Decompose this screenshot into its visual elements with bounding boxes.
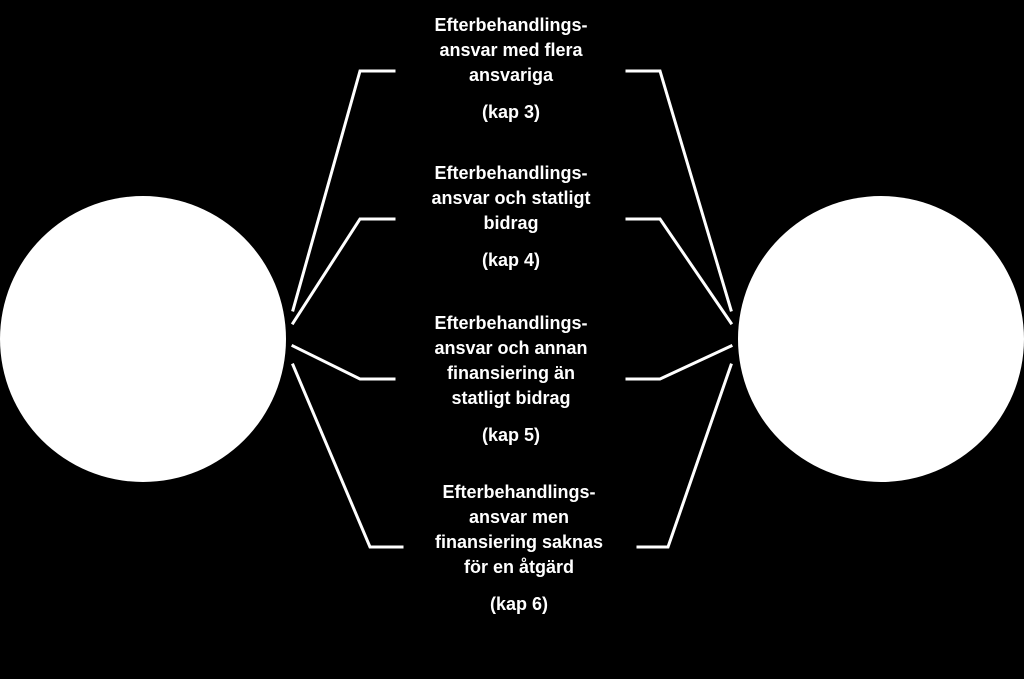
box-title-line: ansvariga [468, 65, 554, 85]
right-circle [738, 196, 1024, 482]
chapter-reference: (kap 4) [481, 250, 541, 270]
category-box-kap-3: Efterbehandlings- ansvar med flera ansva… [396, 13, 626, 125]
left-circle [0, 196, 286, 482]
box-title-line: finansiering än [446, 363, 576, 383]
chapter-reference: (kap 5) [481, 425, 541, 445]
chapter-reference: (kap 6) [489, 594, 549, 614]
right-connector-2 [625, 217, 734, 326]
right-connector-4 [636, 363, 733, 549]
box-title-line: finansiering saknas [434, 532, 604, 552]
box-title-line: för en åtgärd [463, 557, 574, 577]
box-title-line: ansvar med flera [439, 40, 583, 60]
box-title-line: ansvar och annan [434, 338, 588, 358]
left-connector-4 [291, 363, 404, 549]
box-title-line: ansvar men [468, 507, 570, 527]
category-box-kap-5: Efterbehandlings- ansvar och annan finan… [396, 311, 626, 448]
box-title-line: statligt bidrag [451, 388, 571, 408]
left-connector-1 [291, 69, 396, 312]
box-title-line: ansvar och statligt [431, 188, 591, 208]
category-box-kap-4: Efterbehandlings- ansvar och statligt bi… [396, 161, 626, 273]
left-connector-2 [290, 217, 396, 326]
right-connector-3 [625, 344, 733, 381]
category-box-kap-6: Efterbehandlings- ansvar men finansierin… [404, 480, 634, 617]
box-title-line: Efterbehandlings- [434, 313, 588, 333]
right-connector-1 [625, 69, 733, 312]
box-title-line: Efterbehandlings- [434, 15, 588, 35]
left-connector-3 [290, 343, 396, 381]
chapter-reference: (kap 3) [481, 102, 541, 122]
box-title-line: Efterbehandlings- [442, 482, 596, 502]
box-title-line: Efterbehandlings- [434, 163, 588, 183]
box-title-line: bidrag [483, 213, 539, 233]
